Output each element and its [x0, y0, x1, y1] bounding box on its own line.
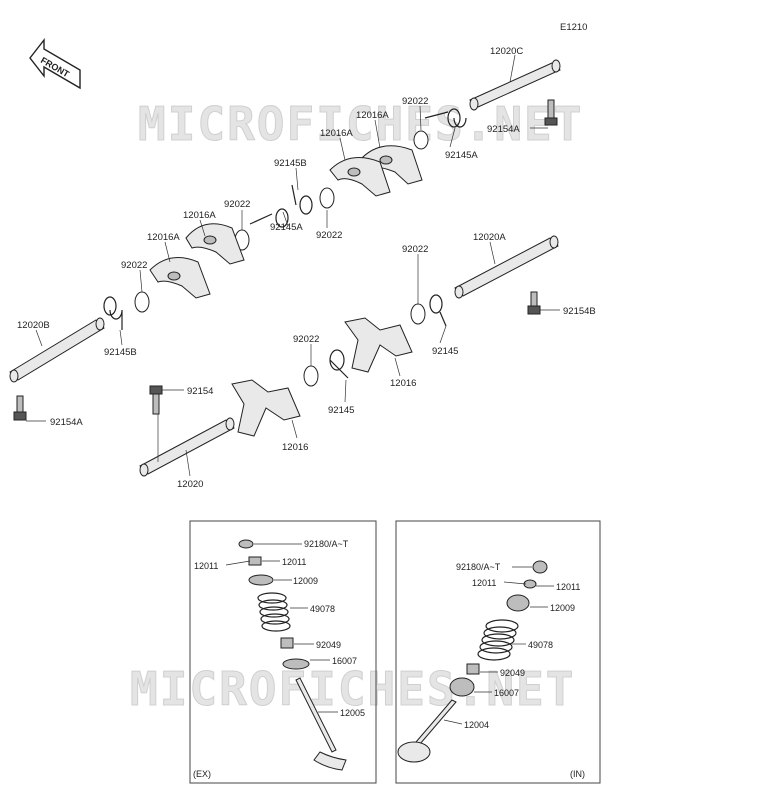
in-shim: [532, 560, 548, 574]
in-label-16007: 16007: [494, 688, 519, 698]
in-label-49078: 49078: [528, 640, 553, 650]
spring-92145b-mid: [291, 184, 313, 215]
rocker-shaft-12020a: [454, 235, 559, 299]
callout-92145-b: 92145: [328, 405, 354, 416]
callout-92154a-top: 92154A: [487, 124, 520, 135]
ex-leaders: [225, 543, 338, 713]
callout-12020: 12020: [177, 479, 203, 490]
callout-12016a-c: 12016A: [183, 210, 216, 221]
callout-12016a-b: 12016A: [320, 128, 353, 139]
ex-keepers: [248, 556, 262, 566]
in-tag: (IN): [570, 769, 585, 779]
intake-valve-panel: (IN) 92180/A~T 12011 1201: [395, 520, 601, 784]
in-label-92049: 92049: [500, 668, 525, 678]
rocker-arm-12016a-d: [149, 257, 211, 299]
callout-92022-d: 92022: [121, 260, 147, 271]
watermark-top: MICROFICHES.NET: [138, 97, 583, 151]
ex-label-92049: 92049: [316, 640, 341, 650]
in-label-12009: 12009: [550, 603, 575, 613]
diagram-code: E1210: [560, 22, 587, 33]
in-retainer: [506, 594, 530, 612]
callout-92145a-b: 92145A: [270, 222, 303, 233]
bolt-92154a-top: [544, 99, 558, 126]
callout-12020c: 12020C: [490, 46, 523, 57]
callout-92022-b: 92022: [316, 230, 342, 241]
washer-92022-b: [319, 187, 335, 209]
in-stem-seal: [466, 663, 480, 675]
ex-frame: [189, 520, 377, 784]
washer-92022-f: [303, 365, 319, 387]
callout-92145a-a: 92145A: [445, 150, 478, 161]
watermark-bottom: MICROFICHES.NET: [130, 662, 575, 716]
callout-12016-a: 12016: [390, 378, 416, 389]
callout-92145: 92145: [432, 346, 458, 357]
washer-92022-a: [413, 130, 429, 150]
in-label-12011-right: 12011: [556, 582, 580, 592]
in-spring-seat: [449, 677, 475, 697]
callout-12020a: 12020A: [473, 232, 506, 243]
ex-label-49078: 49078: [310, 604, 335, 614]
callout-92154b: 92154B: [563, 306, 596, 317]
callout-92145b-b: 92145B: [104, 347, 137, 358]
bolt-92154a-left: [13, 395, 27, 421]
leader-lines-upper: [26, 54, 560, 477]
bolt-92154: [149, 385, 163, 415]
ex-label-12005: 12005: [340, 708, 365, 718]
callout-12016-b: 12016: [282, 442, 308, 453]
ex-label-92180: 92180/A~T: [304, 539, 349, 549]
exhaust-valve-panel: (EX): [189, 520, 377, 784]
washer-92022-d: [134, 291, 150, 313]
washer-92022-e: [410, 303, 426, 325]
callout-92022-e: 92022: [402, 244, 428, 255]
spring-92145-right: [429, 294, 447, 327]
in-label-12004: 12004: [464, 720, 489, 730]
rocker-arm-12016a-c: [185, 223, 245, 265]
ex-shim: [238, 539, 254, 549]
in-label-12011-left: 12011: [472, 578, 496, 588]
in-label-92180: 92180/A~T: [456, 562, 501, 572]
ex-stem-seal: [280, 637, 294, 649]
callout-12016a-d: 12016A: [147, 232, 180, 243]
rocker-arm-12016-a: [344, 317, 413, 373]
callout-92154: 92154: [187, 386, 213, 397]
rocker-shaft-12020: [139, 417, 235, 477]
ex-valve: [295, 677, 347, 771]
in-valve: [397, 699, 457, 763]
ex-label-16007: 16007: [332, 656, 357, 666]
rocker-shaft-12020b: [9, 317, 105, 383]
ex-retainer: [248, 574, 274, 586]
spring-92145-mid: [329, 349, 349, 379]
ex-label-12011-right: 12011: [282, 557, 306, 567]
callout-92022-f: 92022: [293, 334, 319, 345]
spring-92145a-mid: [249, 208, 289, 228]
callout-12020b: 12020B: [17, 320, 50, 331]
ex-tag: (EX): [193, 769, 211, 779]
front-arrow-icon: FRONT: [29, 37, 81, 90]
callout-92022-a: 92022: [402, 96, 428, 107]
ex-valve-spring: [257, 592, 291, 632]
ex-label-12009: 12009: [293, 576, 318, 586]
ex-spring-seat: [282, 658, 310, 670]
callout-92022-c: 92022: [224, 199, 250, 210]
callout-92154a-left: 92154A: [50, 417, 83, 428]
rocker-arm-12016a-b: [329, 157, 391, 197]
ex-label-12011-left: 12011: [194, 561, 218, 571]
in-valve-spring: [477, 619, 519, 661]
callout-92145b-a: 92145B: [274, 158, 307, 169]
rocker-shaft-12020c: [469, 59, 561, 111]
callout-12016a-a: 12016A: [356, 110, 389, 121]
rocker-arm-12016-b: [231, 379, 301, 437]
in-frame: [395, 520, 601, 784]
bolt-92154b: [527, 291, 541, 315]
in-leaders: [443, 566, 554, 725]
spring-92145b-left: [103, 296, 123, 330]
spring-92145a-top: [424, 108, 467, 128]
